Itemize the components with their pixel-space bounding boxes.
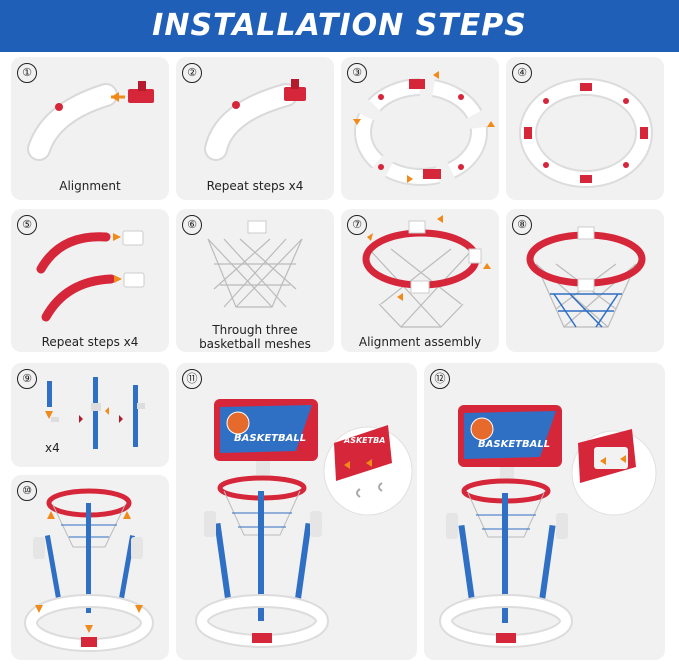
step-1-card: ① Alignment <box>11 57 169 200</box>
step-11-detail-text: ASKETBA <box>343 436 385 445</box>
step-1-illustration <box>27 81 154 161</box>
step-4-illustration <box>519 78 653 188</box>
step-5-illustration <box>36 230 145 322</box>
step-11-backboard-text: BASKETBALL <box>234 433 306 444</box>
step-7-caption: Alignment assembly <box>358 335 482 349</box>
step-10-card: ⑩ <box>11 475 169 660</box>
step-4-card: ④ <box>506 57 664 200</box>
step-9-number: ⑨ <box>17 369 37 389</box>
step-4-number: ④ <box>512 63 532 83</box>
step-6-card: ⑥ Through three basketball meshes <box>176 209 334 352</box>
step-7-illustration <box>362 215 491 328</box>
step-10-number: ⑩ <box>17 481 37 501</box>
step-12-backboard-text: BASKETBALL <box>478 439 550 450</box>
step-9-illustration <box>45 377 145 449</box>
step-6-caption-line-1: Through three <box>212 323 298 337</box>
step-2-number: ② <box>182 63 202 83</box>
step-6-illustration <box>207 220 303 308</box>
step-2-caption: Repeat steps x4 <box>206 179 304 193</box>
step-6-caption-line-2: basketball meshes <box>199 337 311 351</box>
step-1-caption: Alignment <box>59 179 121 193</box>
header-banner: INSTALLATION STEPS <box>0 0 679 52</box>
step-1-number: ① <box>17 63 37 83</box>
step-12-illustration: BASKETBALL <box>439 405 657 648</box>
step-3-number: ③ <box>347 63 367 83</box>
step-5-caption: Repeat steps x4 <box>41 335 139 349</box>
step-12-card: ⑫ BASKETBALL <box>424 363 665 660</box>
step-8-card: ⑧ <box>506 209 664 352</box>
step-8-illustration <box>526 226 646 328</box>
step-12-number: ⑫ <box>430 369 450 389</box>
step-3-card: ③ <box>341 57 499 200</box>
step-2-illustration <box>204 79 306 161</box>
step-5-number: ⑤ <box>17 215 37 235</box>
step-7-number: ⑦ <box>347 215 367 235</box>
step-10-illustration <box>24 488 154 652</box>
step-6-number: ⑥ <box>182 215 202 235</box>
step-11-card: ⑪ BASKETBALL ASKETBA <box>176 363 417 660</box>
step-11-number: ⑪ <box>182 369 202 389</box>
step-9-caption: x4 <box>45 441 60 455</box>
step-5-card: ⑤ Repeat steps x4 <box>11 209 169 352</box>
step-2-card: ② Repeat steps x4 <box>176 57 334 200</box>
step-8-number: ⑧ <box>512 215 532 235</box>
page-title: INSTALLATION STEPS <box>152 8 527 43</box>
step-9-card: ⑨ x4 <box>11 363 169 467</box>
step-11-illustration: BASKETBALL ASKETBA <box>195 399 413 648</box>
step-3-illustration <box>353 71 495 186</box>
step-7-card: ⑦ Alignment assembly <box>341 209 499 352</box>
